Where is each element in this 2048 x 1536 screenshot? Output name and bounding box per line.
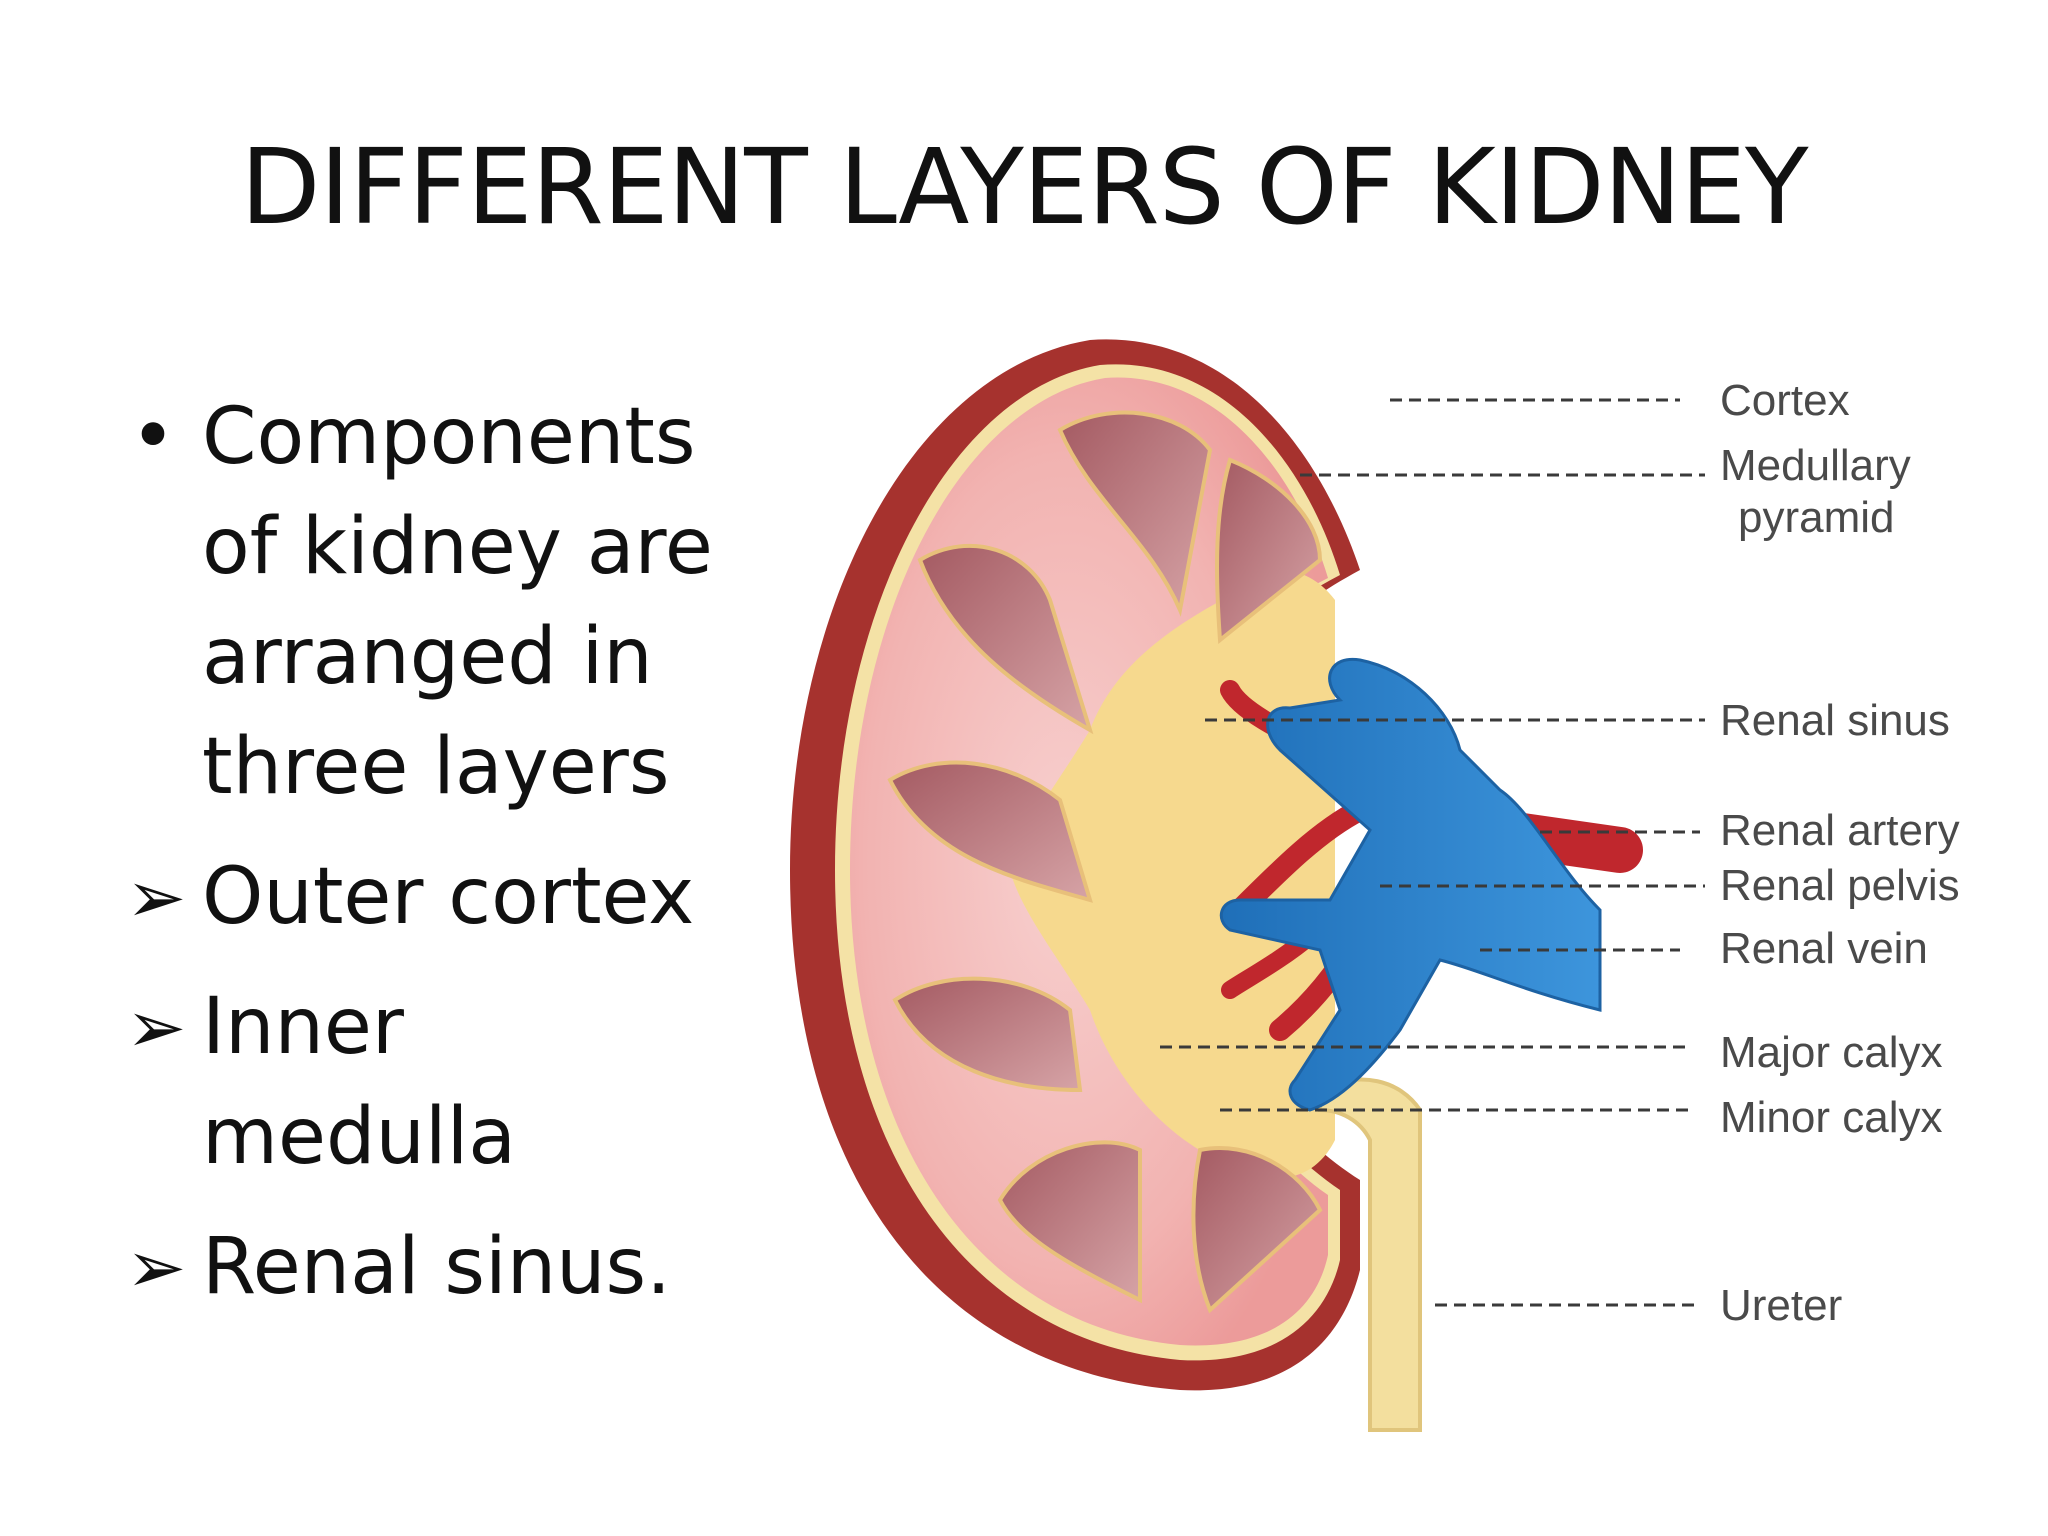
label-medullary-pyramid-line2: pyramid <box>1738 493 1895 542</box>
label-ureter: Ureter <box>1720 1281 1842 1330</box>
label-medullary-pyramid-line1: Medullary <box>1720 441 1911 490</box>
label-renal-vein: Renal vein <box>1720 924 1928 973</box>
bullet-item: ➢ Outer cortex <box>126 842 726 952</box>
bullet-text: Outer cortex <box>202 852 695 942</box>
medullary-pyramids <box>887 410 1323 1314</box>
slide-title: DIFFERENT LAYERS OF KIDNEY <box>240 126 1808 248</box>
bullet-dot-icon: • <box>130 392 177 482</box>
label-major-calyx: Major calyx <box>1720 1028 1943 1077</box>
leader-lines <box>1160 398 1705 1307</box>
label-renal-sinus: Renal sinus <box>1720 696 1950 745</box>
arrow-bullet-icon: ➢ <box>126 855 187 939</box>
kidney-diagram-svg: Cortex Medullary pyramid Renal sinus Ren… <box>790 339 1960 1432</box>
diagram-labels: Cortex Medullary pyramid Renal sinus Ren… <box>1720 376 1960 1330</box>
bullet-text: Components of kidney are arranged in thr… <box>202 392 713 812</box>
bullet-item: • Components of kidney are arranged in t… <box>126 382 726 822</box>
arrow-bullet-icon: ➢ <box>126 1225 187 1309</box>
pyramid <box>887 760 1093 903</box>
arrow-bullet-icon: ➢ <box>126 985 187 1069</box>
kidney-diagram: Cortex Medullary pyramid Renal sinus Ren… <box>760 310 2010 1440</box>
pyramid <box>997 1140 1142 1304</box>
pyramid <box>1215 457 1323 644</box>
bullet-item: ➢ Inner medulla <box>126 972 726 1192</box>
label-renal-pelvis: Renal pelvis <box>1720 861 1960 910</box>
pyramid <box>1057 410 1213 617</box>
label-cortex: Cortex <box>1720 376 1850 425</box>
label-renal-artery: Renal artery <box>1720 806 1960 855</box>
pyramid <box>1191 1146 1323 1314</box>
bullet-item: ➢ Renal sinus. <box>126 1212 726 1322</box>
pyramid <box>917 544 1094 735</box>
label-minor-calyx: Minor calyx <box>1720 1093 1943 1142</box>
bullet-text: Inner medulla <box>202 982 517 1182</box>
bullet-list: • Components of kidney are arranged in t… <box>126 382 726 1342</box>
bullet-text: Renal sinus. <box>202 1222 671 1312</box>
pyramid <box>892 976 1083 1093</box>
